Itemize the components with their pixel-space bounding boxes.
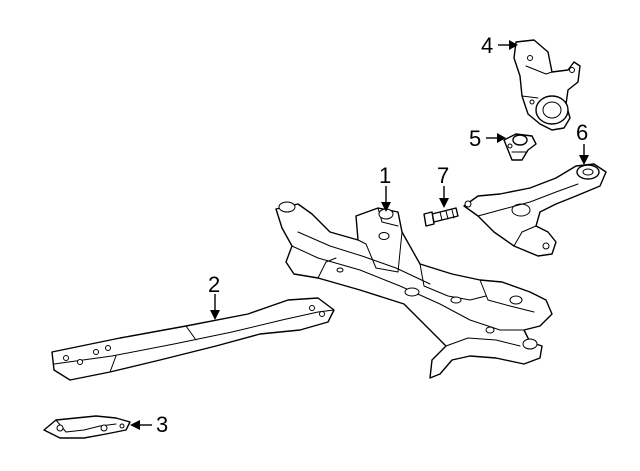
callout-leaders bbox=[130, 40, 589, 430]
part-1-crossmember bbox=[275, 201, 553, 379]
callout-1: 1 bbox=[379, 163, 391, 188]
part-2-brace-plate bbox=[51, 297, 335, 381]
part-4-steering-knuckle bbox=[513, 39, 581, 131]
callout-5: 5 bbox=[469, 126, 481, 151]
part-6-lower-control-arm bbox=[463, 163, 607, 257]
callout-6: 6 bbox=[576, 120, 588, 145]
callout-3: 3 bbox=[156, 412, 168, 437]
part-7-bolt bbox=[423, 207, 459, 227]
part-3-bracket bbox=[43, 415, 131, 439]
callout-4: 4 bbox=[481, 33, 493, 58]
callout-7: 7 bbox=[437, 163, 449, 188]
part-5-ball-joint bbox=[503, 133, 537, 161]
callout-2: 2 bbox=[208, 272, 220, 297]
